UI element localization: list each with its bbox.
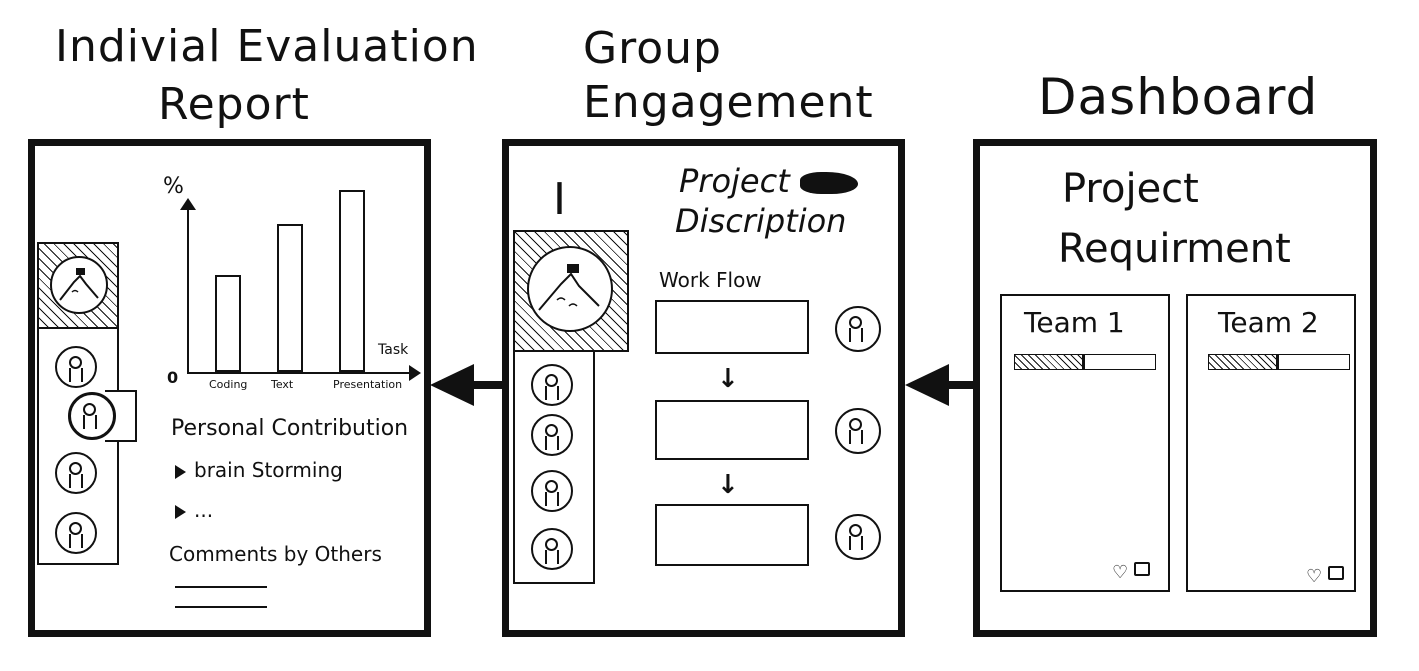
profile-photo xyxy=(513,230,629,352)
chart-origin-label: 0 xyxy=(167,368,179,387)
avatar-icon[interactable] xyxy=(531,528,573,570)
requirement-heading-line2: Requirment xyxy=(1058,226,1291,272)
arrow-down-icon: ↓ xyxy=(717,364,739,394)
workflow-step[interactable] xyxy=(655,400,809,460)
avatar-icon[interactable] xyxy=(531,364,573,406)
chart-tick-label: Presentation xyxy=(333,378,403,391)
team-progress-fill xyxy=(1209,355,1280,369)
group-title-line1: Group xyxy=(583,23,722,74)
chart-tick-label: Text xyxy=(271,378,294,391)
project-heading-line2: Discription xyxy=(675,202,847,240)
dashboard-screen: Project Requirment Team 1 ♡ Team 2 ♡ xyxy=(973,139,1377,637)
comments-heading: Comments by Others xyxy=(169,542,382,566)
team-card[interactable]: Team 2 ♡ xyxy=(1186,294,1356,592)
chart-tick-label: Coding xyxy=(209,378,248,391)
workflow-step[interactable] xyxy=(655,300,809,354)
comment-line xyxy=(175,606,267,608)
landscape-photo-icon xyxy=(527,246,613,332)
heart-icon[interactable]: ♡ xyxy=(1306,566,1323,587)
chart-bar xyxy=(277,223,303,372)
arrow-down-icon: ↓ xyxy=(717,470,739,500)
arrow-up-icon xyxy=(180,198,196,210)
scribble-icon xyxy=(799,172,858,194)
avatar-icon[interactable] xyxy=(55,512,97,554)
dashboard-title: Dashboard xyxy=(1038,68,1319,126)
personal-contribution-heading: Personal Contribution xyxy=(171,416,409,441)
avatar-icon[interactable] xyxy=(835,306,881,352)
requirement-heading-line1: Project xyxy=(1062,166,1199,212)
report-title-line1: Indivial Evaluation xyxy=(55,21,479,72)
chart-y-axis xyxy=(187,202,189,374)
chart-y-label: % xyxy=(163,174,184,199)
team-progress-bar xyxy=(1208,354,1350,370)
avatar-icon[interactable] xyxy=(55,346,97,388)
avatar-icon[interactable] xyxy=(835,514,881,560)
arrow-right-icon xyxy=(409,365,421,381)
chart-bar xyxy=(339,189,365,372)
chart-x-label: Task xyxy=(378,342,409,358)
heart-icon[interactable]: ♡ xyxy=(1112,562,1129,583)
landscape-photo-icon xyxy=(50,256,108,314)
avatar-icon[interactable] xyxy=(531,470,573,512)
report-title-line2: Report xyxy=(158,79,310,130)
workflow-step[interactable] xyxy=(655,504,809,566)
comment-line xyxy=(175,586,267,588)
profile-photo xyxy=(37,242,119,329)
team-progress-bar xyxy=(1014,354,1156,370)
avatar-icon[interactable] xyxy=(531,414,573,456)
chart-x-axis xyxy=(187,372,415,374)
chart-bar xyxy=(215,275,241,372)
contribution-item: brain Storming xyxy=(175,458,343,482)
bullet-icon xyxy=(175,464,186,479)
group-title-line2: Engagement xyxy=(583,77,874,128)
comment-icon[interactable] xyxy=(1134,562,1150,576)
workflow-label: Work Flow xyxy=(659,268,762,292)
avatar-icon[interactable] xyxy=(55,452,97,494)
report-screen: % 0 Task Coding Text Presentation Personal… xyxy=(28,139,431,637)
team-progress-fill xyxy=(1015,355,1086,369)
group-marker: I xyxy=(553,174,566,225)
comment-icon[interactable] xyxy=(1328,566,1344,580)
avatar-icon[interactable] xyxy=(835,408,881,454)
bullet-icon xyxy=(175,504,186,519)
avatar-icon-selected[interactable] xyxy=(68,392,116,440)
contribution-item: ... xyxy=(175,498,213,522)
team-name: Team 2 xyxy=(1218,306,1319,339)
project-heading-line1: Project xyxy=(679,162,858,200)
group-screen: I Project Discription Work Flow ↓ ↓ xyxy=(502,139,905,637)
team-name: Team 1 xyxy=(1024,306,1125,339)
team-card[interactable]: Team 1 ♡ xyxy=(1000,294,1170,592)
